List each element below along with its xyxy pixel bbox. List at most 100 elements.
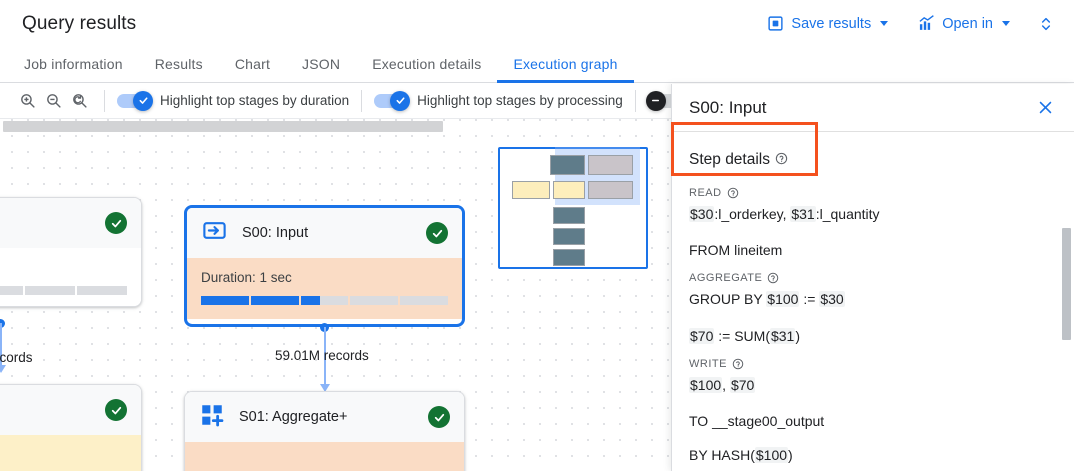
node-header: S00: Input — [187, 208, 462, 258]
node-duration-label — [0, 447, 127, 462]
tab-bar: Job information Results Chart JSON Execu… — [0, 47, 1074, 83]
from-line: FROM lineitem — [689, 242, 783, 259]
tab-execution-details[interactable]: Execution details — [372, 56, 482, 72]
by-hash-line: BY HASH($100) — [689, 446, 793, 463]
read-label: READ — [689, 187, 722, 199]
panel-divider — [672, 131, 1074, 132]
check-icon — [139, 97, 147, 104]
canvas-horizontal-scrollbar[interactable] — [3, 121, 443, 132]
node-header — [0, 198, 141, 248]
step-details-panel: S00: Input Step details READ — [671, 84, 1074, 471]
node-body — [0, 435, 141, 471]
progress-segment — [201, 296, 249, 305]
node-duration-label — [0, 260, 127, 275]
edge-source-dot — [0, 319, 5, 328]
panel-body: Step details READ $30:l_orderkey, $31:l_… — [672, 132, 1074, 463]
tab-json[interactable]: JSON — [302, 56, 341, 72]
progress-segment — [350, 296, 399, 305]
aggregate-sum-line: $70 := SUM($31) — [689, 327, 801, 344]
status-success-icon — [426, 222, 448, 244]
help-circle-icon[interactable] — [775, 152, 788, 165]
aggregate-value: GROUP BY $100 := $30 — [689, 291, 845, 308]
tab-results[interactable]: Results — [154, 56, 203, 72]
graph-node-partial-top-left[interactable] — [0, 197, 142, 307]
aggregate-label: AGGREGATE — [689, 272, 763, 285]
zoom-reset-button[interactable] — [66, 88, 92, 114]
toggle-highlight-processing[interactable]: Highlight top stages by processing — [374, 90, 623, 111]
node-progress-bar — [201, 296, 448, 305]
read-value: $30:l_orderkey, $31:l_quantity — [689, 206, 880, 222]
minus-icon — [652, 99, 660, 102]
save-results-button[interactable]: Save results — [759, 9, 896, 38]
chevron-down-icon — [880, 21, 889, 26]
progress-segment — [400, 296, 448, 305]
save-results-label: Save results — [791, 15, 872, 32]
node-title: S00: Input — [242, 225, 309, 241]
edge-arrow-icon — [320, 384, 330, 392]
progress-segment — [25, 286, 75, 295]
step-details-heading: Step details — [689, 132, 1057, 173]
minimap-node — [550, 155, 585, 175]
node-header: S01: Aggregate+ — [185, 392, 464, 442]
write-label: WRITE — [689, 357, 727, 370]
edge-label: ecords — [0, 350, 33, 365]
toggle-knob — [645, 90, 666, 111]
close-button[interactable] — [1032, 95, 1058, 121]
expand-collapse-icon — [1041, 17, 1051, 30]
panel-scrollbar[interactable] — [1062, 228, 1071, 340]
toggle-label-duration: Highlight top stages by duration — [160, 93, 350, 108]
graph-node-s00-input[interactable]: S00: Input Duration: 1 sec — [184, 205, 465, 327]
node-duration-label — [199, 454, 450, 469]
tab-execution-graph[interactable]: Execution graph — [497, 48, 634, 83]
status-success-icon — [428, 406, 450, 428]
node-title: S01: Aggregate+ — [239, 409, 348, 425]
node-body: Duration: 1 sec — [187, 258, 462, 319]
write-value: $100, $70 — [689, 376, 756, 393]
chevron-down-icon — [1002, 21, 1010, 26]
zoom-reset-icon — [72, 94, 87, 108]
minimap-node — [553, 249, 585, 266]
help-circle-icon[interactable] — [732, 358, 745, 371]
panel-header: S00: Input — [672, 84, 1074, 131]
open-in-label: Open in — [942, 15, 993, 32]
edge-line — [324, 327, 326, 385]
toggle-knob — [133, 90, 153, 111]
tab-job-information[interactable]: Job information — [24, 56, 123, 72]
step-details-label: Step details — [689, 151, 770, 168]
minimap-node — [553, 228, 585, 245]
aggregate-label-row: AGGREGATE — [689, 271, 1057, 285]
edge-arrow-icon — [0, 365, 6, 373]
progress-segment — [300, 296, 349, 305]
input-arrow-icon — [201, 217, 228, 249]
app-header: Query results Save results Open in — [0, 0, 1074, 47]
toggle-switch-on[interactable] — [374, 90, 411, 111]
zoom-out-icon — [46, 94, 61, 108]
toggle-highlight-duration[interactable]: Highlight top stages by duration — [117, 90, 350, 111]
zoom-in-icon — [20, 94, 35, 108]
status-success-icon — [105, 399, 127, 421]
graph-node-partial-bottom-left[interactable] — [0, 384, 142, 471]
zoom-in-button[interactable] — [14, 88, 40, 114]
execution-graph-minimap[interactable] — [498, 147, 648, 269]
node-progress-bar — [0, 286, 127, 295]
help-circle-icon[interactable] — [727, 187, 740, 200]
status-success-icon — [105, 212, 127, 234]
minimap-node — [588, 155, 633, 175]
read-label-row: READ — [689, 186, 1057, 200]
toggle-label-processing: Highlight top stages by processing — [417, 93, 623, 108]
tab-chart[interactable]: Chart — [234, 56, 271, 72]
toolbar-divider — [634, 89, 636, 112]
minimap-node — [512, 181, 550, 199]
open-in-button[interactable]: Open in — [910, 9, 1018, 38]
node-header — [0, 385, 141, 435]
toggle-switch-on[interactable] — [117, 90, 153, 111]
panel-title: S00: Input — [689, 97, 767, 117]
graph-node-s01-aggregate[interactable]: S01: Aggregate+ — [184, 391, 465, 471]
expand-collapse-button[interactable] — [1032, 9, 1060, 39]
zoom-out-button[interactable] — [40, 88, 66, 114]
minimap-node — [553, 181, 585, 199]
help-circle-icon[interactable] — [767, 272, 780, 285]
node-body — [185, 442, 464, 471]
progress-segment — [0, 286, 23, 295]
toolbar-divider — [104, 89, 105, 112]
